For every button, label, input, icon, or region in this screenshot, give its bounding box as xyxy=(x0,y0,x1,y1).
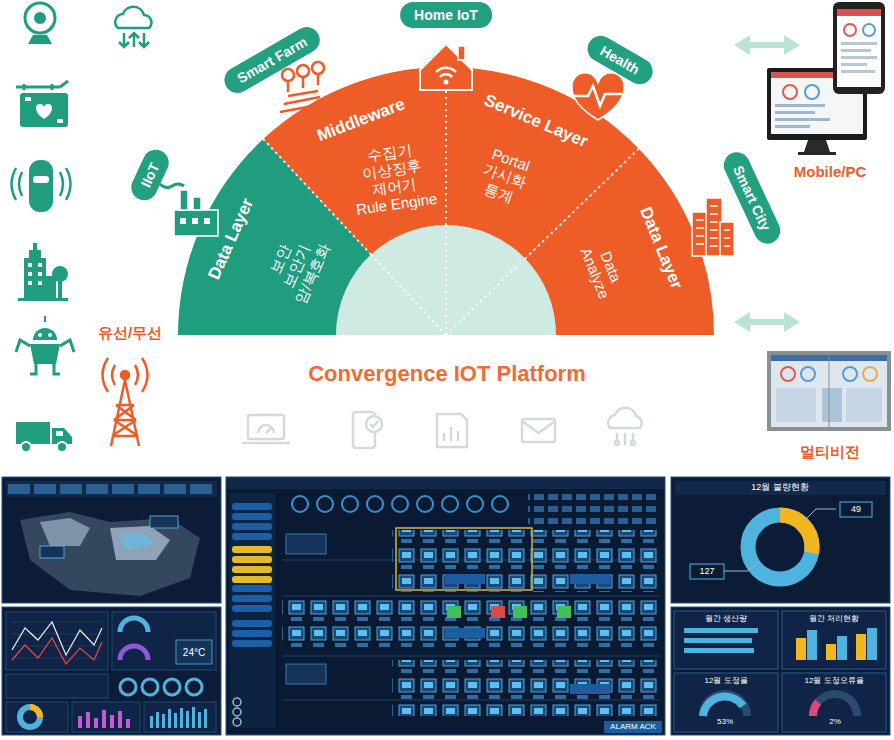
radio-tower-icon xyxy=(103,358,148,446)
button-label: ALARM ACK xyxy=(610,723,656,732)
cloud-icon xyxy=(115,7,151,47)
home-icon xyxy=(420,44,472,90)
divider-line xyxy=(525,149,639,259)
mobile-phone-illustration xyxy=(833,2,885,94)
robot-icon xyxy=(16,316,74,374)
panel-title: 12월 도정율 xyxy=(704,677,747,686)
sector-pill: IIoT xyxy=(127,146,173,205)
pill-label: IIoT xyxy=(137,160,164,190)
scada-dashboard xyxy=(226,477,665,735)
device-label: Mobile/PC xyxy=(794,164,867,181)
wedge-fill xyxy=(263,67,446,255)
chart-value: 53% xyxy=(717,718,733,727)
bar-dashboard xyxy=(671,607,890,735)
webcam-icon xyxy=(25,3,55,44)
service-icons xyxy=(242,408,642,448)
factory-icon xyxy=(160,184,218,236)
smart-farm-icon xyxy=(280,62,324,112)
multivision-illustration xyxy=(767,351,891,431)
pill-label: Smart Farm xyxy=(234,33,310,87)
chart-value: 127 xyxy=(699,567,714,577)
chart-value: 2% xyxy=(829,718,841,727)
wedge-fill xyxy=(525,149,714,335)
map-dashboard xyxy=(2,477,221,603)
pill-label: Home IoT xyxy=(414,6,478,24)
sector-pill: Smart Farm xyxy=(220,22,325,97)
wedge-shape xyxy=(178,67,714,335)
panel-title: 12월 불량현황 xyxy=(751,483,809,493)
smart-city-icon xyxy=(692,198,734,256)
device-label: 멀티비전 xyxy=(800,444,860,461)
building-icon xyxy=(18,243,68,301)
medical-device-icon xyxy=(16,81,68,127)
pill-label: Smart City xyxy=(729,162,775,233)
donut-dashboard xyxy=(671,477,890,603)
pill-label: Health xyxy=(597,42,643,79)
health-heart-icon xyxy=(572,73,624,120)
text-group: 수집기이상징후제어기Rule Engine xyxy=(348,138,439,218)
panel-title: 월간 생산량 xyxy=(705,615,747,624)
chart-dashboard xyxy=(2,607,221,735)
chart-value: 24°C xyxy=(183,647,205,658)
truck-icon xyxy=(16,422,72,452)
link-label: 유선/무선 xyxy=(98,325,162,342)
divider-line xyxy=(263,139,371,255)
sector-pill: Home IoT xyxy=(400,2,492,28)
diagram-title: Convergence IOT Platform xyxy=(0,361,894,387)
chart-value: 49 xyxy=(851,505,861,515)
panel-title: 12월 도정오류율 xyxy=(804,677,863,686)
layer-wedge: Data LayerData Analyze xyxy=(178,67,714,335)
speaker-icon xyxy=(12,160,71,212)
panel-title: 월간 처리현황 xyxy=(809,615,859,624)
